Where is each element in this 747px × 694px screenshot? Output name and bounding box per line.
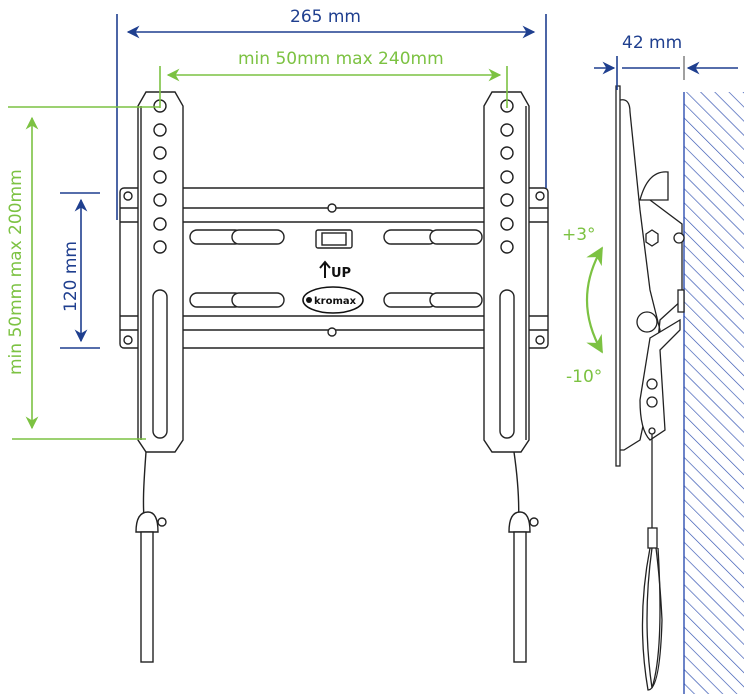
wall-distance-label: 42 mm xyxy=(622,33,682,53)
wall xyxy=(683,92,744,694)
plate-height-label: 120 mm xyxy=(61,241,81,312)
width-dimension: 265 mm xyxy=(116,7,547,220)
tilt-up-label: +3° xyxy=(562,225,596,245)
wall-plate xyxy=(119,187,549,349)
plate-height-dimension: 120 mm xyxy=(60,192,100,349)
left-arm xyxy=(135,91,184,663)
vesa-vertical-dimension: min 50mm max 200mm xyxy=(6,106,160,440)
tilt-down-label: -10° xyxy=(566,367,602,387)
tilt-indicator: +3° -10° xyxy=(562,225,603,387)
width-label: 265 mm xyxy=(290,7,361,27)
right-arm xyxy=(483,91,539,663)
up-label: UP xyxy=(331,266,351,281)
up-indicator: UP xyxy=(319,260,351,281)
arrow-up-icon xyxy=(319,260,331,278)
side-bracket xyxy=(615,85,685,691)
vesa-horizontal-label: min 50mm max 240mm xyxy=(238,49,444,69)
wall-distance-dimension: 42 mm xyxy=(594,33,738,90)
vesa-vertical-label: min 50mm max 200mm xyxy=(6,169,26,375)
vesa-horizontal-dimension: min 50mm max 240mm xyxy=(159,49,508,108)
brand-logo: kromax xyxy=(302,286,364,314)
tilt-arc-icon xyxy=(586,246,603,354)
brand-label: kromax xyxy=(314,296,357,307)
